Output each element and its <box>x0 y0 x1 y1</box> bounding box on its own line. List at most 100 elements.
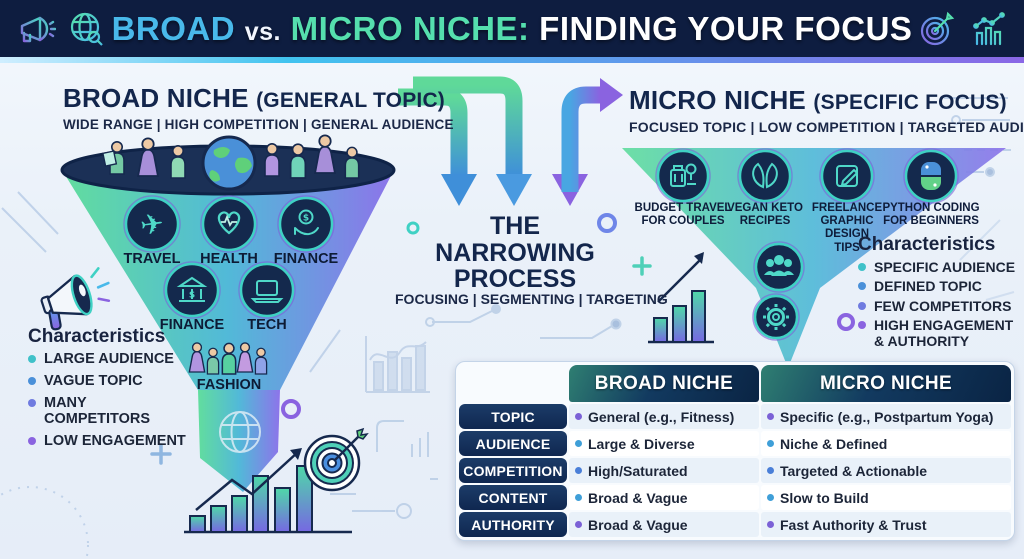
table-cell: General (e.g., Fitness) <box>569 404 759 429</box>
table-cell: High/Saturated <box>569 458 759 483</box>
row-label-audience: AUDIENCE <box>459 431 567 456</box>
cell-text: Targeted & Actionable <box>780 462 928 479</box>
header-icons-left <box>14 7 108 51</box>
header-bar: BROAD vs. MICRO NICHE: FINDING YOUR FOCU… <box>0 0 1024 57</box>
table-cell: Broad & Vague <box>569 485 759 510</box>
table-header-micro: MICRO NICHE <box>761 365 1011 402</box>
niche-label-budget-travel: BUDGET TRAVEL FOR COUPLES <box>634 202 732 228</box>
megaphone-icon <box>20 16 56 42</box>
broad-characteristics: Characteristics LARGE AUDIENCE VAGUE TOP… <box>28 326 198 456</box>
bullet-dot <box>767 413 774 420</box>
bullet-dot <box>575 494 582 501</box>
leaves-icon <box>737 148 793 204</box>
micro-section-title: MICRO NICHE (SPECIFIC FOCUS) <box>629 85 1007 116</box>
broad-section-tagline: WIDE RANGE | HIGH COMPETITION | GENERAL … <box>63 117 454 132</box>
funnel-stem <box>198 390 280 492</box>
growth-chart-icon <box>972 11 1006 45</box>
table-header-broad: BROAD NICHE <box>569 365 759 402</box>
audience-people <box>102 134 360 179</box>
broad-characteristic: VAGUE TOPIC <box>28 373 198 390</box>
cell-text: General (e.g., Fitness) <box>588 408 735 425</box>
narrowing-line-3: PROCESS <box>453 265 577 293</box>
svg-text:$: $ <box>303 214 309 224</box>
table-cell: Slow to Build <box>761 485 1011 510</box>
bullet-dot <box>575 467 582 474</box>
funnel-label-health: HEALTH <box>200 251 258 267</box>
cell-text: Large & Diverse <box>588 435 695 452</box>
table-cell: Broad & Vague <box>569 512 759 537</box>
header-icons-right <box>916 8 1010 50</box>
cell-text: Broad & Vague <box>588 516 688 533</box>
table-cell: Niche & Defined <box>761 431 1011 456</box>
suitcase-pin-icon <box>655 148 711 204</box>
bullet-dot <box>575 440 582 447</box>
narrowing-line-1: THE <box>490 212 540 240</box>
niche-label-vegan-keto: VEGAN KETO RECIPES <box>727 202 803 228</box>
micro-characteristic: HIGH ENGAGEMENT & AUTHORITY <box>858 318 1018 349</box>
row-label-content: CONTENT <box>459 485 567 510</box>
micro-characteristic: DEFINED TOPIC <box>858 278 1018 294</box>
micro-section-tagline: FOCUSED TOPIC | LOW COMPETITION | TARGET… <box>629 119 1024 135</box>
header-accent-strip <box>0 57 1024 63</box>
category-icons: ✈ $ <box>123 195 335 319</box>
broad-title-suffix: (GENERAL TOPIC) <box>256 89 445 112</box>
funnel-label-travel: TRAVEL <box>123 251 181 267</box>
cell-text: High/Saturated <box>588 462 688 479</box>
row-label-authority: AUTHORITY <box>459 512 567 537</box>
broad-characteristic: LARGE AUDIENCE <box>28 351 198 368</box>
heart-pulse-icon <box>200 195 258 253</box>
table-cell: Specific (e.g., Postpartum Yoga) <box>761 404 1011 429</box>
title-rest: FINDING YOUR FOCUS <box>539 9 913 47</box>
bullseye-target-icon <box>303 427 369 492</box>
narrowing-tagline: FOCUSING | SEGMENTING | TARGETING <box>395 291 668 307</box>
cell-text: Niche & Defined <box>780 435 888 452</box>
decor-markers <box>150 53 962 465</box>
bank-icon: $ <box>163 261 221 319</box>
coin-hand-icon: $ <box>277 195 335 253</box>
narrowing-title: THE NARROWING PROCESS <box>400 213 630 293</box>
niche-icons <box>655 148 959 204</box>
niche-label-python: PYTHON CODING FOR BEGINNERS <box>882 202 980 228</box>
row-label-competition: COMPETITION <box>459 458 567 483</box>
cell-text: Specific (e.g., Postpartum Yoga) <box>780 408 994 425</box>
cell-text: Fast Authority & Trust <box>780 516 927 533</box>
funnel-label-finance: FINANCE <box>273 251 339 267</box>
funnel-label-tech: TECH <box>247 317 287 333</box>
page-title: BROAD vs. MICRO NICHE: FINDING YOUR FOCU… <box>108 10 916 48</box>
narrowing-line-2: NARROWING <box>435 238 595 267</box>
world-globe-icon <box>201 135 257 191</box>
broad-title-text: BROAD NICHE <box>63 83 249 113</box>
title-broad: BROAD <box>111 9 236 47</box>
svg-text:$: $ <box>189 291 195 301</box>
micro-characteristic: SPECIFIC AUDIENCE <box>858 259 1018 275</box>
table-cell: Targeted & Actionable <box>761 458 1011 483</box>
micro-characteristics: Characteristics SPECIFIC AUDIENCE DEFINE… <box>858 234 1018 353</box>
cell-text: Slow to Build <box>780 489 869 506</box>
micro-title-suffix: (SPECIFIC FOCUS) <box>813 91 1007 114</box>
broad-characteristic: MANY COMPETITORS <box>28 395 198 428</box>
globe-search-icon <box>70 12 103 46</box>
target-icon <box>920 11 955 45</box>
micro-characteristic: FEW COMPETITORS <box>858 298 1018 314</box>
laptop-icon <box>238 261 296 319</box>
table-cell: Large & Diverse <box>569 431 759 456</box>
micro-characteristics-heading: Characteristics <box>858 234 996 255</box>
community-icon <box>753 241 805 293</box>
funnel-label-finance2: FINANCE <box>159 317 225 333</box>
micro-funnel <box>622 148 1006 368</box>
bullet-dot <box>767 494 774 501</box>
bullet-dot <box>767 467 774 474</box>
decor-sketch-chart <box>365 336 430 393</box>
bullet-dot <box>767 440 774 447</box>
title-vs: vs. <box>244 17 281 46</box>
bullet-dot <box>575 413 582 420</box>
broad-characteristic: LOW ENGAGEMENT <box>28 433 198 450</box>
python-icon <box>903 148 959 204</box>
design-pencil-icon <box>819 148 875 204</box>
row-label-topic: TOPIC <box>459 404 567 429</box>
comparison-table: BROAD NICHE MICRO NICHE TOPIC General (e… <box>455 361 1015 541</box>
megaphone-illustration <box>40 267 111 331</box>
micro-title-text: MICRO NICHE <box>629 85 806 115</box>
